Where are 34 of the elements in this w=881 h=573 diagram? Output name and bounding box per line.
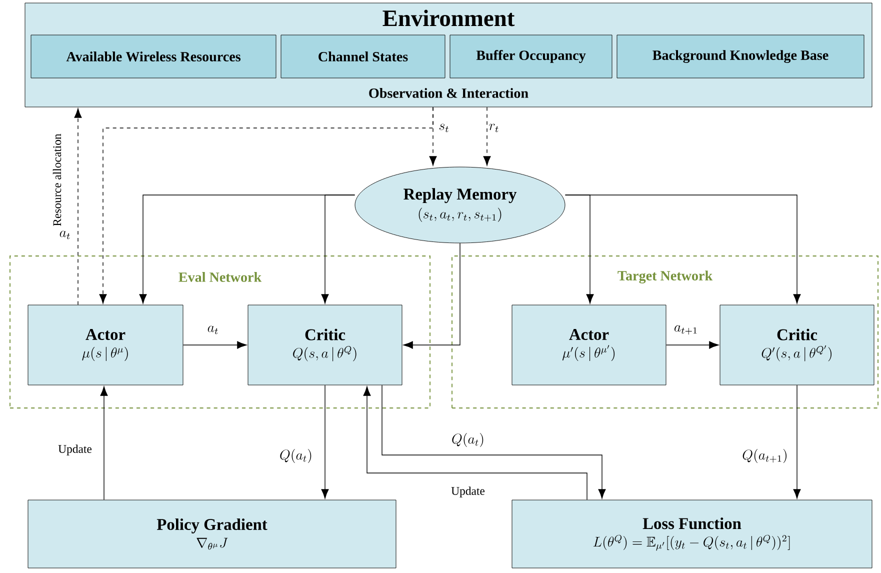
factor-box: Background Knowledge Base xyxy=(616,34,864,78)
arrow xyxy=(321,194,356,304)
arrow xyxy=(182,341,247,349)
edge-label: $Q(a_t)$ xyxy=(280,448,312,464)
arrow xyxy=(666,341,719,349)
arrow xyxy=(564,194,801,304)
arrow xyxy=(74,108,82,306)
arrow xyxy=(793,384,801,499)
arrow xyxy=(382,384,606,499)
action-label: $a_t$ xyxy=(60,230,70,240)
edge-label: Update xyxy=(58,444,92,456)
arrow xyxy=(363,386,588,500)
process-box: Policy Gradient $\nabla_{\theta^{\mu}} J$ xyxy=(28,500,396,568)
arrow xyxy=(321,384,329,499)
process-box: Actor $\mu(s\,|\,\theta^{\mu})$ xyxy=(28,304,184,386)
arrow xyxy=(100,386,108,500)
arrow xyxy=(483,106,491,166)
factor-box: Available Wireless Resources xyxy=(30,34,276,78)
process-box: Critic $Q'(s,a\,|\,\theta^{Q'})$ xyxy=(720,304,874,386)
edge-label: $a_t$ xyxy=(208,326,218,334)
edge-label: $Q(a_{t+1})$ xyxy=(742,448,786,464)
process-box: Critic $Q(s,a\,|\,\theta^{Q})$ xyxy=(248,304,402,386)
edge-label: $r_t$ xyxy=(489,124,498,132)
factor-box: Buffer Occupancy xyxy=(450,34,612,78)
edge-label: $a_{t+1}$ xyxy=(674,325,697,335)
edge-label: $s_t$ xyxy=(439,124,448,132)
edge-label: Update xyxy=(451,486,485,498)
arrow xyxy=(99,106,434,304)
process-box: Actor $\mu'(s\,|\,\theta^{\mu'})$ xyxy=(512,304,666,386)
edge-label: Resource allocation xyxy=(52,134,62,226)
process-box: Loss Function $L(\theta^{Q})=\mathbb{E}_{\mu'}[(y_t-Q(s_t,a_t\,|\,\theta^{Q}))^2]$ xyxy=(512,500,872,568)
factor-box: Channel States xyxy=(280,34,446,78)
arrow xyxy=(403,242,460,349)
edge-label: $Q(a_t)$ xyxy=(452,432,484,448)
